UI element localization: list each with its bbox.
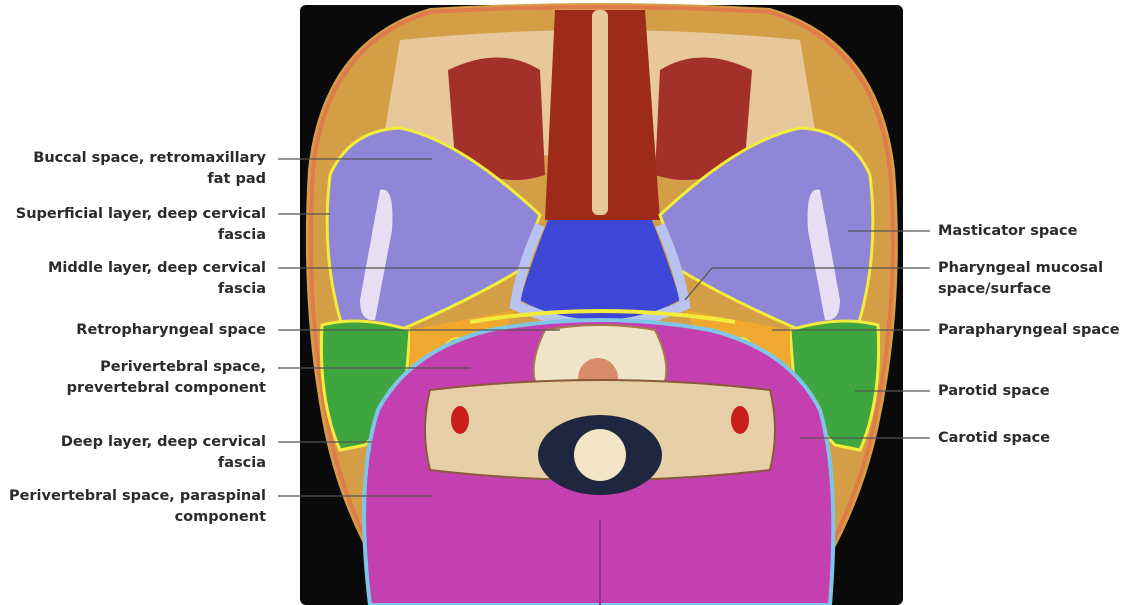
left-vertebral-artery — [451, 406, 469, 434]
label-parotid-space: Parotid space — [938, 381, 1050, 402]
label-deep-layer: Deep layer, deep cervical fascia — [61, 432, 266, 474]
spinal-cord — [574, 429, 626, 481]
label-pharyngeal-mucosal-space: Pharyngeal mucosal space/surface — [938, 258, 1103, 300]
label-middle-layer: Middle layer, deep cervical fascia — [48, 258, 266, 300]
nasal-septum — [592, 10, 608, 215]
label-masticator-space: Masticator space — [938, 221, 1077, 242]
label-retropharyngeal-space: Retropharyngeal space — [76, 320, 266, 341]
label-carotid-space: Carotid space — [938, 428, 1050, 449]
right-vertebral-artery — [731, 406, 749, 434]
label-perivertebral-prevertebral: Perivertebral space, prevertebral compon… — [67, 357, 266, 399]
label-perivertebral-paraspinal: Perivertebral space, paraspinal componen… — [9, 486, 266, 528]
label-parapharyngeal-space: Parapharyngeal space — [938, 320, 1120, 341]
label-superficial-layer: Superficial layer, deep cervical fascia — [16, 204, 266, 246]
label-buccal-space: Buccal space, retromaxillary fat pad — [33, 148, 266, 190]
pharyngeal-mucosal-space — [520, 220, 680, 322]
